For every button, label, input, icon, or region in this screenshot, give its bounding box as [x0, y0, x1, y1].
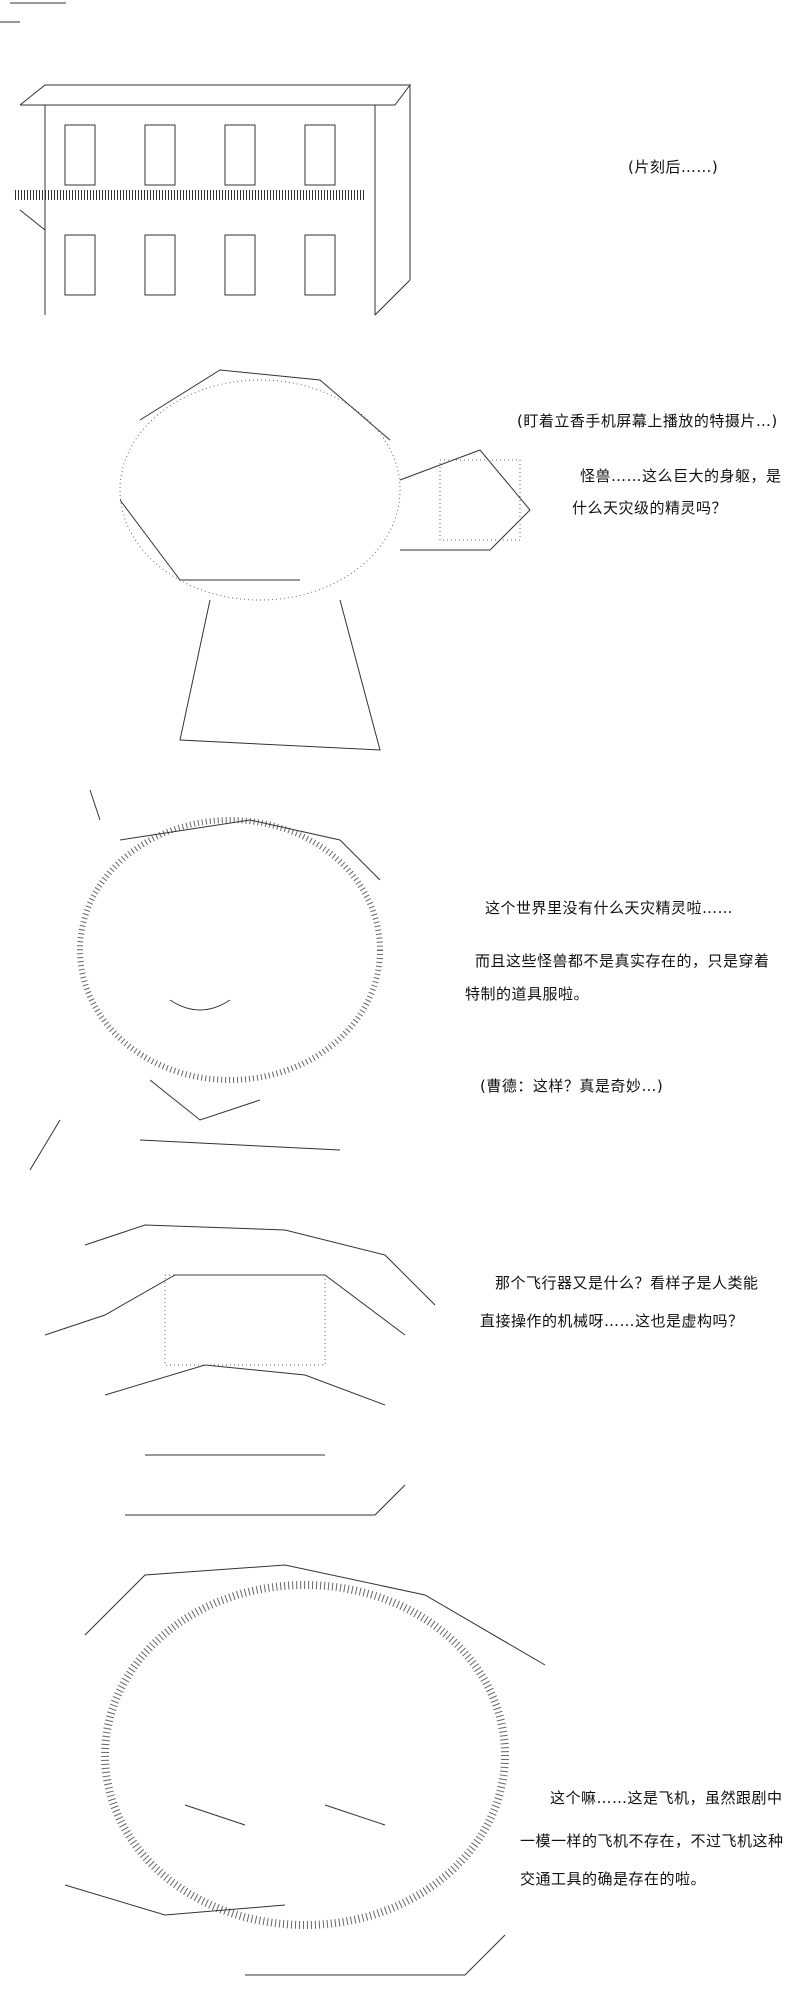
building-ascii-art — [15, 80, 415, 320]
dialogue-text: 怪兽……这么巨大的身躯，是 — [580, 467, 782, 485]
dialogue-text: 特制的道具服啦。 — [465, 985, 590, 1003]
character-ascii-art — [0, 780, 460, 1180]
character-ascii-art — [25, 1215, 455, 1535]
dialogue-text: 交通工具的确是存在的啦。 — [520, 1870, 707, 1888]
dialogue-text: 那个飞行器又是什么？看样子是人类能 — [495, 1274, 759, 1292]
dialogue-text: 什么天灾级的精灵吗？ — [572, 499, 728, 517]
dialogue-text: 而且这些怪兽都不是真实存在的，只是穿着 — [475, 952, 770, 970]
dialogue-text: 一模一样的飞机不存在，不过飞机这种 — [520, 1832, 784, 1850]
dialogue-text: (曹德：这样？真是奇妙…) — [480, 1077, 664, 1095]
character-ascii-art — [45, 1555, 565, 2000]
dialogue-text: 这个世界里没有什么天灾精灵啦…… — [485, 899, 734, 917]
header-rule — [0, 0, 70, 26]
dialogue-text: (盯着立香手机屏幕上播放的特摄片…) — [517, 412, 778, 430]
caption-text: (片刻后……) — [628, 158, 719, 176]
character-ascii-art — [60, 360, 560, 755]
dialogue-text: 直接操作的机械呀……这也是虚构吗？ — [480, 1312, 744, 1330]
dialogue-text: 这个嘛……这是飞机，虽然跟剧中 — [550, 1789, 783, 1807]
